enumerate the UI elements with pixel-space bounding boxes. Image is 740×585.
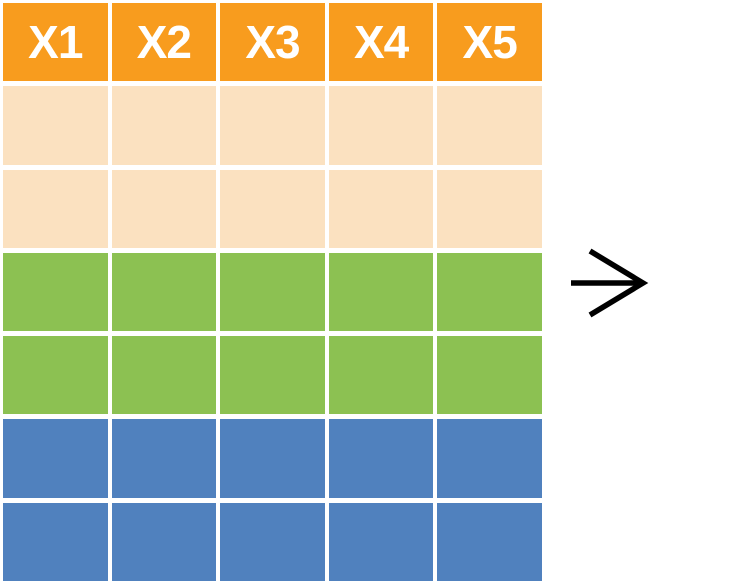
table-cell-r4-c1 xyxy=(3,336,108,415)
table-cell-r6-c3 xyxy=(220,502,325,581)
table-cell-r5-c4 xyxy=(328,419,434,498)
table-cell-r1-c3 xyxy=(220,86,325,165)
table-cell-r6-c2 xyxy=(111,502,217,581)
table-cell-r2-c2 xyxy=(111,169,217,248)
table-cell-r3-c2 xyxy=(111,252,217,332)
table-cell-r3-c5 xyxy=(437,252,542,332)
header-cell-x3: X3 xyxy=(220,3,325,82)
header-cell-x1: X1 xyxy=(3,3,108,82)
table-cell-r1-c5 xyxy=(437,86,542,165)
table-cell-r5-c5 xyxy=(437,419,542,498)
header-cell-x5: X5 xyxy=(437,3,542,82)
table-cell-r1-c4 xyxy=(328,86,434,165)
table-cell-r5-c2 xyxy=(111,419,217,498)
table-cell-r4-c3 xyxy=(220,336,325,415)
table-cell-r6-c1 xyxy=(3,502,108,581)
table-cell-r4-c2 xyxy=(111,336,217,415)
table-cell-r3-c3 xyxy=(220,252,325,332)
table-cell-r2-c1 xyxy=(3,169,108,248)
right-arrow-icon xyxy=(566,243,650,323)
table-cell-r5-c1 xyxy=(3,419,108,498)
header-cell-x2: X2 xyxy=(111,3,217,82)
table-cell-r1-c1 xyxy=(3,86,108,165)
table-cell-r3-c1 xyxy=(3,252,108,332)
table-cell-r3-c4 xyxy=(328,252,434,332)
table-cell-r6-c5 xyxy=(437,502,542,581)
table-cell-r1-c2 xyxy=(111,86,217,165)
table-cell-r4-c5 xyxy=(437,336,542,415)
table-cell-r2-c5 xyxy=(437,169,542,248)
table-cell-r2-c4 xyxy=(328,169,434,248)
header-cell-x4: X4 xyxy=(328,3,434,82)
table-cell-r5-c3 xyxy=(220,419,325,498)
table-cell-r6-c4 xyxy=(328,502,434,581)
table-cell-r4-c4 xyxy=(328,336,434,415)
table-cell-r2-c3 xyxy=(220,169,325,248)
